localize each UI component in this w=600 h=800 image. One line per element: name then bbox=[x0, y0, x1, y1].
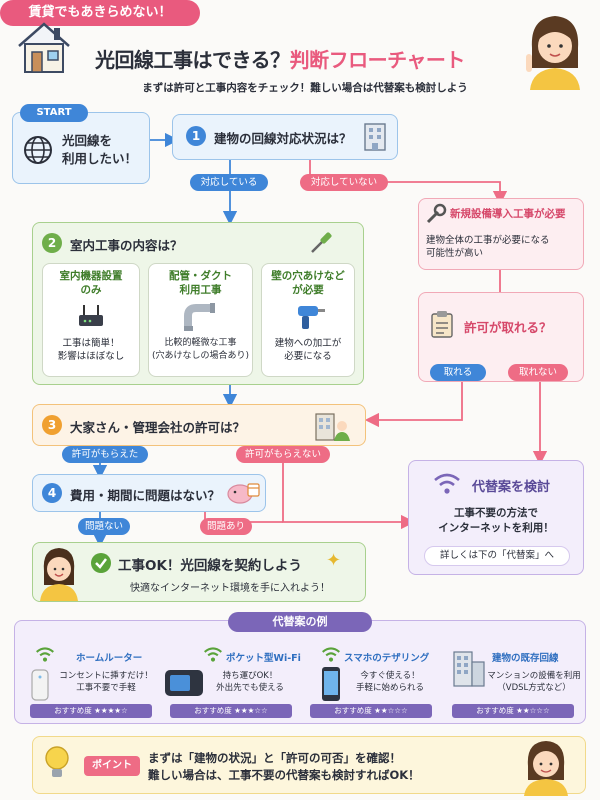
page-title: 光回線工事はできる？判断フローチャート bbox=[95, 44, 525, 73]
step2-option-3-title: 壁の穴あけなどが必要 bbox=[271, 270, 345, 296]
permit-check-question: 許可が取れる？ bbox=[464, 320, 552, 335]
router-icon bbox=[77, 303, 105, 333]
step3-yes-label: 許可がもらえた bbox=[62, 446, 148, 463]
examples-item-2-title: ポケット型Wi-Fi bbox=[226, 653, 301, 664]
permit-yes-label: 取れる bbox=[430, 364, 486, 381]
step1-number: 1 bbox=[186, 126, 206, 146]
title-highlight: 判断フローチャート bbox=[289, 48, 466, 72]
examples-item-1-title: ホームルーター bbox=[76, 653, 143, 664]
step4-number: 4 bbox=[42, 483, 62, 503]
step2-option-2-title: 配管・ダクト利用工事 bbox=[169, 270, 232, 296]
header-pill: 賃貸でもあきらめない！ bbox=[0, 0, 200, 26]
wifi-icon-ex2 bbox=[202, 645, 224, 667]
pipe-icon bbox=[184, 300, 218, 336]
start-line2: 利用したい！ bbox=[62, 151, 138, 166]
page-subtitle: まずは許可と工事内容をチェック！難しい場合は代替案も検討しよう bbox=[142, 82, 468, 94]
ok-desc: 快適なインターネット環境を手に入れよう！ bbox=[130, 583, 330, 594]
point-line2: 難しい場合は、工事不要の代替案も検討すればOK！ bbox=[148, 768, 420, 782]
piggybank-icon bbox=[226, 478, 260, 512]
start-label-badge: START bbox=[20, 104, 88, 122]
step3-no-label: 許可がもらえない bbox=[236, 446, 330, 463]
drill-icon bbox=[292, 302, 326, 336]
step3-question: 大家さん・管理会社の許可は？ bbox=[70, 420, 246, 435]
examples-item-4-desc: マンションの設備を利用（VDSL方式など） bbox=[487, 671, 581, 693]
alternative-desc: 工事不要の方法でインターネットを利用！ bbox=[438, 507, 554, 534]
house-icon bbox=[14, 18, 74, 80]
pocket-wifi-icon bbox=[164, 668, 204, 702]
building-icon-step3 bbox=[314, 408, 350, 446]
ok-title: 工事OK！光回線を契約しよう bbox=[118, 558, 302, 574]
lightbulb-icon bbox=[42, 744, 72, 786]
examples-item-2-rating: おすすめ度 ★★★☆☆ bbox=[170, 704, 292, 718]
wifi-icon-ex1 bbox=[34, 645, 56, 667]
examples-item-3-rating: おすすめ度 ★★☆☆☆ bbox=[310, 704, 432, 718]
wrench-icon bbox=[424, 202, 448, 230]
examples-item-1-rating: おすすめ度 ★★★★☆ bbox=[30, 704, 152, 718]
step1-question: 建物の回線対応状況は？ bbox=[214, 131, 352, 146]
point-label: ポイント bbox=[84, 756, 140, 776]
permit-no-label: 取れない bbox=[508, 364, 568, 381]
step2-option-3-desc: 建物への加工が必要になる bbox=[274, 338, 342, 362]
title-main: 光回線工事はできる？ bbox=[95, 48, 290, 72]
new-install-desc: 建物全体の工事が必要になる可能性が高い bbox=[426, 235, 550, 259]
alternative-title: 代替案を検討 bbox=[472, 480, 551, 495]
step4-yes-label: 問題ない bbox=[78, 518, 130, 535]
alternative-note: 詳しくは下の「代替案」へ bbox=[424, 546, 570, 566]
examples-item-2-desc: 持ち運びOK！外出先でも使える bbox=[216, 671, 284, 693]
start-line1: 光回線を bbox=[62, 133, 113, 148]
step2-option-2 bbox=[148, 263, 253, 377]
step4-no-label: 問題あり bbox=[200, 518, 252, 535]
step1-no-label: 対応していない bbox=[300, 174, 388, 191]
step2-question: 室内工事の内容は？ bbox=[70, 238, 183, 253]
step2-option-2-desc: 比較的軽微な工事(穴あけなしの場合あり) bbox=[151, 338, 250, 361]
building-icon-ex4 bbox=[452, 648, 486, 692]
woman-icon-point bbox=[516, 734, 576, 800]
clipboard-icon bbox=[430, 310, 454, 342]
step3-number: 3 bbox=[42, 415, 62, 435]
start-text: 光回線を 利用したい！ bbox=[62, 132, 137, 168]
sparkle-icon: ✦ bbox=[326, 550, 342, 571]
step1-box bbox=[172, 114, 398, 160]
new-install-title: 新規設備導入工事が必要 bbox=[450, 208, 566, 220]
woman-icon-ok bbox=[36, 543, 82, 605]
smartphone-icon bbox=[320, 666, 342, 706]
wifi-icon-ex3 bbox=[320, 645, 342, 667]
screwdriver-icon bbox=[306, 230, 334, 262]
examples-item-1-desc: コンセントに挿すだけ！工事不要で手軽 bbox=[59, 671, 153, 693]
examples-header: 代替案の例 bbox=[228, 612, 372, 632]
point-line1: まずは「建物の状況」と「許可の可否」を確認！ bbox=[148, 751, 401, 765]
step4-question: 費用・期間に問題はない？ bbox=[70, 488, 221, 503]
step2-option-1-title: 室内機器設置のみ bbox=[59, 270, 123, 296]
check-icon bbox=[90, 552, 112, 578]
step2-option-1-desc: 工事は簡単！影響はほぼなし bbox=[57, 338, 125, 362]
wifi-icon bbox=[432, 470, 462, 500]
examples-item-4-title: 建物の既存回線 bbox=[492, 653, 559, 664]
point-text: まずは「建物の状況」と「許可の可否」を確認！ 難しい場合は、工事不要の代替案も検… bbox=[148, 750, 420, 784]
globe-icon bbox=[22, 134, 54, 170]
ok-box bbox=[32, 542, 366, 602]
step2-number: 2 bbox=[42, 233, 62, 253]
step3-box bbox=[32, 404, 366, 446]
examples-item-3-desc: 今すぐ使える！手軽に始められる bbox=[355, 671, 424, 693]
step1-yes-label: 対応している bbox=[190, 174, 268, 191]
step4-box bbox=[32, 474, 266, 512]
examples-item-3-title: スマホのテザリング bbox=[344, 653, 430, 664]
building-icon bbox=[362, 120, 388, 156]
woman-icon bbox=[520, 8, 590, 94]
router-icon-ex1 bbox=[30, 668, 50, 706]
examples-item-4-rating: おすすめ度 ★★☆☆☆ bbox=[452, 704, 574, 718]
